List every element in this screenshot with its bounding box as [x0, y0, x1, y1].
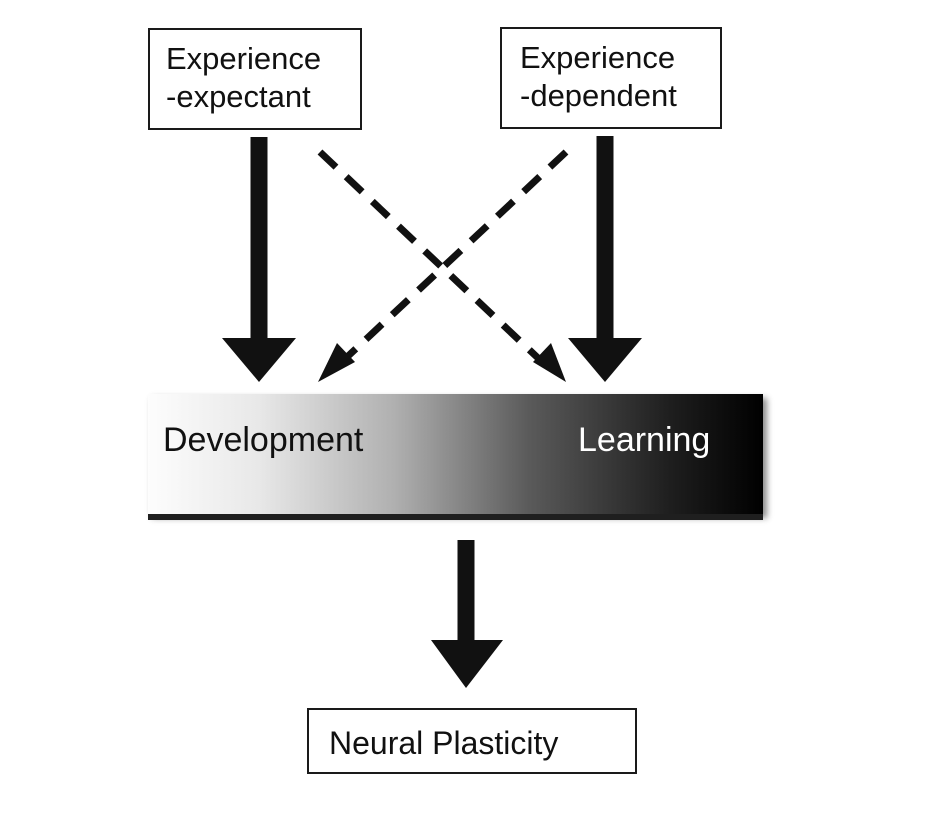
experience-expectant-box: Experience -expectant [148, 28, 362, 130]
experience-dependent-line-2: -dependent [520, 78, 677, 113]
solid-arrow-to-neural-plasticity [431, 540, 503, 688]
experience-expectant-line-2: -expectant [166, 79, 311, 114]
neural-plasticity-box: Neural Plasticity [307, 708, 637, 774]
solid-arrow-expectant-to-development [222, 137, 296, 382]
dashed-arrow-expectant-to-learning [317, 149, 566, 382]
neural-plasticity-label: Neural Plasticity [329, 725, 559, 761]
experience-expectant-line-1: Experience [166, 41, 322, 76]
development-label: Development [163, 421, 364, 459]
solid-arrow-dependent-to-learning [568, 136, 642, 382]
development-learning-continuum-bar [148, 394, 763, 514]
experience-dependent-line-1: Experience [520, 40, 676, 75]
dashed-arrow-dependent-to-development [318, 149, 569, 382]
experience-dependent-box: Experience -dependent [500, 27, 722, 129]
learning-label: Learning [578, 421, 711, 459]
